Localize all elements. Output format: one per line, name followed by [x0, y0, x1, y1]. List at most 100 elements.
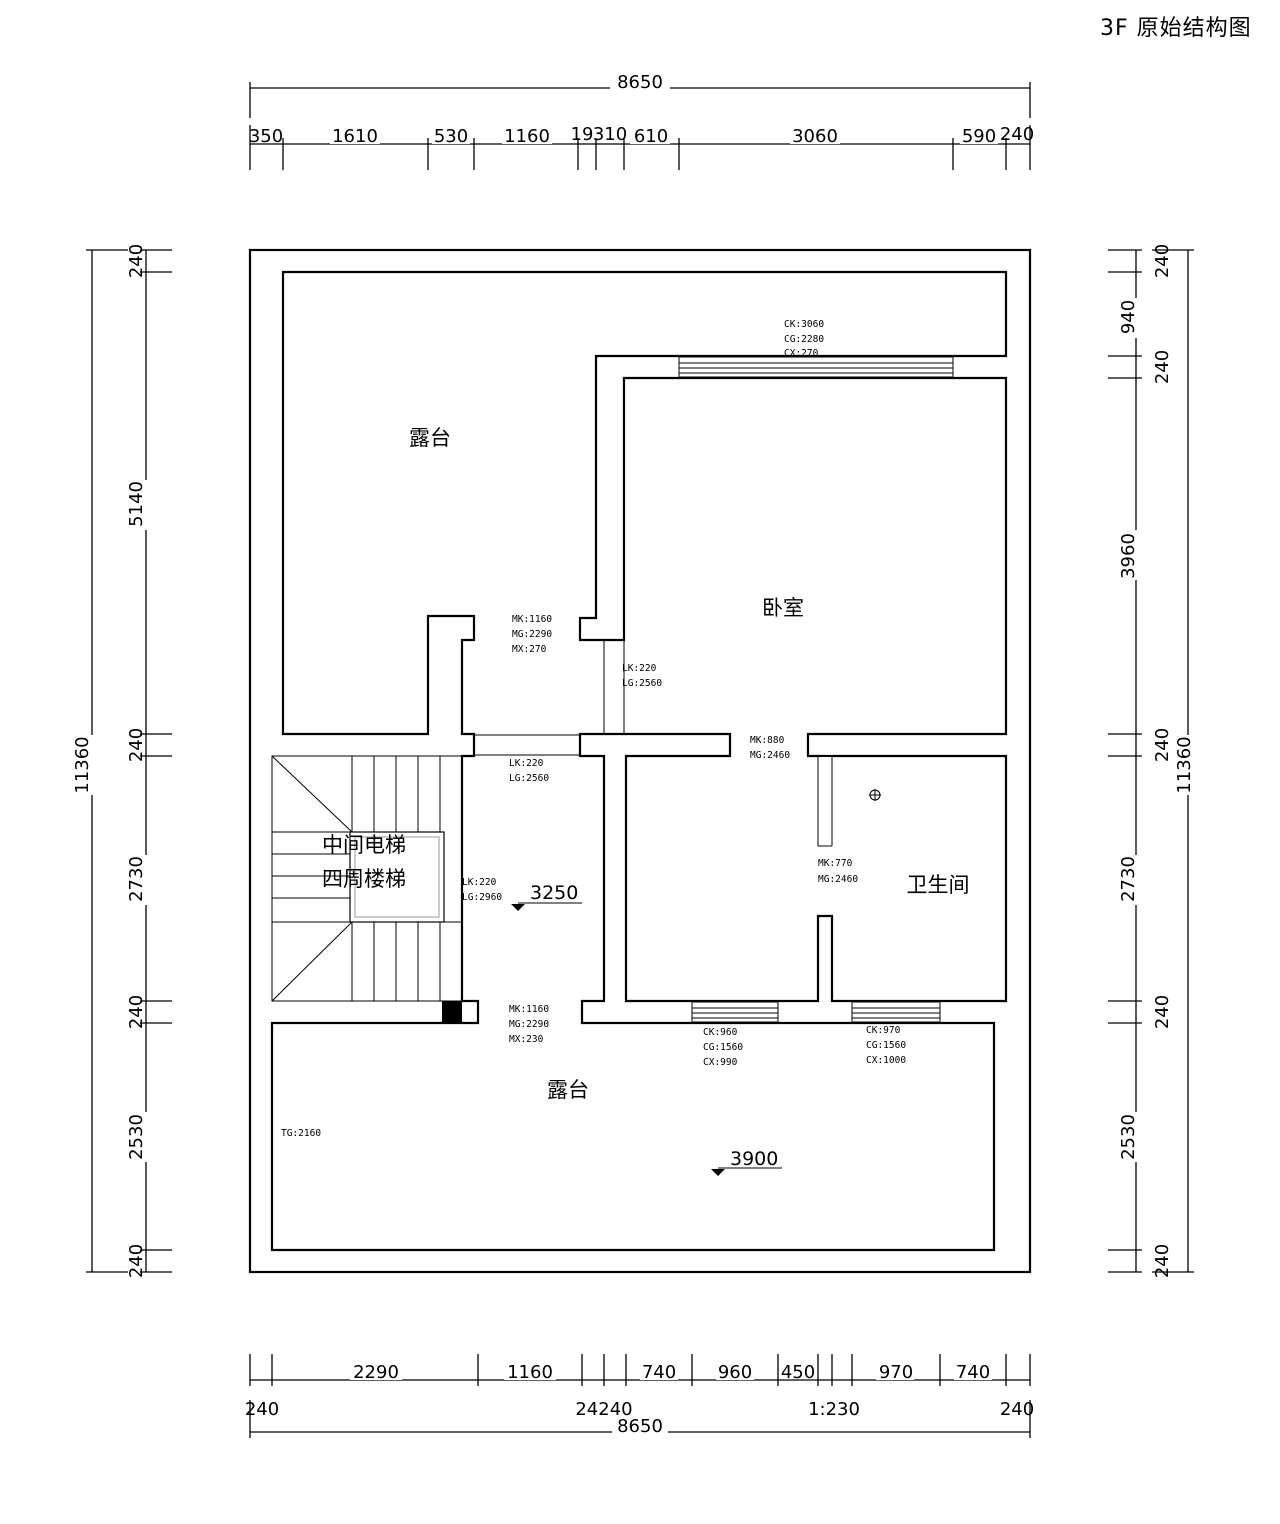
- drawing-title: 3F 原始结构图: [1100, 16, 1252, 41]
- window-top-bedroom: [678, 356, 954, 378]
- annotation-terrace: TG:2160: [281, 1128, 321, 1139]
- svg-text:MG:2460: MG:2460: [818, 874, 858, 885]
- svg-text:MK:880: MK:880: [750, 735, 785, 746]
- annotation-opening-stair: LK:220 LG:2960: [462, 877, 502, 903]
- svg-text:LG:2560: LG:2560: [509, 773, 549, 784]
- annotation-door-bedroom: MK:880 MG:2460: [750, 735, 790, 761]
- dim-top-5: 19: [571, 124, 594, 145]
- stair-label-line2: 四周楼梯: [322, 867, 406, 891]
- dim-right-5: 240: [1152, 728, 1173, 762]
- annotation-opening-corridor: LK:220 LG:2560: [509, 758, 549, 784]
- svg-text:CG:1560: CG:1560: [866, 1040, 906, 1051]
- dim-bottom-2: 1160: [507, 1362, 553, 1383]
- svg-text:MX:270: MX:270: [512, 644, 547, 655]
- svg-text:MG:2290: MG:2290: [512, 629, 552, 640]
- annotation-window-bath-bottom: CK:970 CG:1560 CX:1000: [866, 1025, 906, 1066]
- dim-left-2: 5140: [126, 481, 147, 527]
- svg-text:CK:3060: CK:3060: [784, 319, 824, 330]
- dim-right-4: 3960: [1118, 533, 1139, 579]
- bath-partition: [817, 756, 833, 847]
- stair-label-line1: 中间电梯: [322, 833, 406, 857]
- stairs: [271, 755, 463, 1023]
- svg-text:MK:770: MK:770: [818, 858, 853, 869]
- dim-bottom-sub-3: 1:230: [808, 1399, 860, 1420]
- annotation-top-window: CK:3060 CG:2280 CX:270: [784, 319, 824, 359]
- windows: [461, 356, 954, 1023]
- opening-corridor: [475, 734, 579, 756]
- svg-text:LK:220: LK:220: [462, 877, 497, 888]
- dim-bottom-5: 450: [781, 1362, 815, 1383]
- dim-top-9: 590: [962, 126, 996, 147]
- dim-bottom-4: 960: [718, 1362, 752, 1383]
- floor-drain-icon: [869, 789, 881, 801]
- svg-text:CX:990: CX:990: [703, 1057, 738, 1068]
- dim-bottom-sub-4: 240: [1000, 1399, 1034, 1420]
- room-terrace-top: 露台: [409, 426, 451, 450]
- svg-text:MG:2290: MG:2290: [509, 1019, 549, 1030]
- svg-text:CX:270: CX:270: [784, 348, 819, 359]
- dim-left-5: 240: [126, 995, 147, 1029]
- dim-right-total: 11360: [1174, 736, 1195, 793]
- annotation-door-bath: MK:770 MG:2460: [818, 858, 858, 885]
- opening-bedroom-west: [603, 641, 625, 733]
- svg-text:LG:2560: LG:2560: [622, 678, 662, 689]
- elevator-shaft: [349, 831, 445, 923]
- dim-bottom-6: 970: [879, 1362, 913, 1383]
- annotation-door-lower: MK:1160 MG:2290 MX:230: [509, 1004, 549, 1045]
- dim-bottom-7: 740: [956, 1362, 990, 1383]
- top-dimensions: 8650 350 1610 530 1160 19 310 610 3060 5…: [249, 72, 1034, 170]
- dim-right-9: 240: [1152, 1244, 1173, 1278]
- dim-bottom-sub-2: 24240: [575, 1399, 632, 1420]
- dim-top-4: 1160: [504, 126, 550, 147]
- dim-left-3: 240: [126, 728, 147, 762]
- dim-right-3: 240: [1152, 350, 1173, 384]
- dim-bottom-total: 8650: [617, 1416, 663, 1437]
- dim-left-1: 240: [126, 244, 147, 278]
- annotation-opening-bedroom: LK:220 LG:2560: [622, 663, 662, 689]
- annotation-door-upper: MK:1160 MG:2290 MX:270: [512, 614, 552, 655]
- dim-top-1: 350: [249, 126, 283, 147]
- level-mark-corridor: 3250: [511, 882, 582, 911]
- walls: [248, 248, 1032, 1274]
- level-terrace: 3900: [730, 1148, 778, 1170]
- dim-bottom-1: 2290: [353, 1362, 399, 1383]
- window-bath-bottom: [851, 1001, 941, 1023]
- svg-text:MX:230: MX:230: [509, 1034, 544, 1045]
- dim-right-1: 240: [1152, 244, 1173, 278]
- svg-text:CG:1560: CG:1560: [703, 1042, 743, 1053]
- dim-left-6: 2530: [126, 1114, 147, 1160]
- svg-text:CX:1000: CX:1000: [866, 1055, 906, 1066]
- svg-text:MK:1160: MK:1160: [512, 614, 552, 625]
- svg-text:MG:2460: MG:2460: [750, 750, 790, 761]
- dim-right-2: 940: [1118, 300, 1139, 334]
- dim-top-6: 310: [593, 124, 627, 145]
- window-bedroom-bottom: [691, 1001, 779, 1023]
- svg-text:MK:1160: MK:1160: [509, 1004, 549, 1015]
- structural-column: [442, 1001, 462, 1023]
- svg-text:CG:2280: CG:2280: [784, 334, 824, 345]
- dim-top-7: 610: [634, 126, 668, 147]
- dim-top-total: 8650: [617, 72, 663, 93]
- level-mark-terrace: 3900: [711, 1148, 782, 1176]
- bottom-dimensions: 2290 1160 740 960 450 970 740 240 24240 …: [245, 1354, 1034, 1438]
- dim-top-10: 240: [1000, 124, 1034, 145]
- dim-right-7: 240: [1152, 995, 1173, 1029]
- dim-right-6: 2730: [1118, 856, 1139, 902]
- dim-left-7: 240: [126, 1244, 147, 1278]
- dim-left-4: 2730: [126, 856, 147, 902]
- dim-bottom-3: 740: [642, 1362, 676, 1383]
- dim-bottom-sub-1: 240: [245, 1399, 279, 1420]
- svg-text:LK:220: LK:220: [622, 663, 657, 674]
- dim-left-total: 11360: [72, 736, 93, 793]
- room-bedroom: 卧室: [762, 596, 804, 620]
- dim-top-2: 1610: [332, 126, 378, 147]
- room-terrace-bottom: 露台: [547, 1078, 589, 1102]
- svg-text:CK:970: CK:970: [866, 1025, 901, 1036]
- right-dimensions: 11360 240 940 240 3960 240 2730 240 2530…: [1108, 244, 1195, 1278]
- annotation-window-bedroom-bottom: CK:960 CG:1560 CX:990: [703, 1027, 743, 1068]
- dim-top-8: 3060: [792, 126, 838, 147]
- left-dimensions: 11360 240 5140 240 2730 240 2530 240: [72, 244, 172, 1278]
- level-corridor: 3250: [530, 882, 578, 904]
- dim-top-3: 530: [434, 126, 468, 147]
